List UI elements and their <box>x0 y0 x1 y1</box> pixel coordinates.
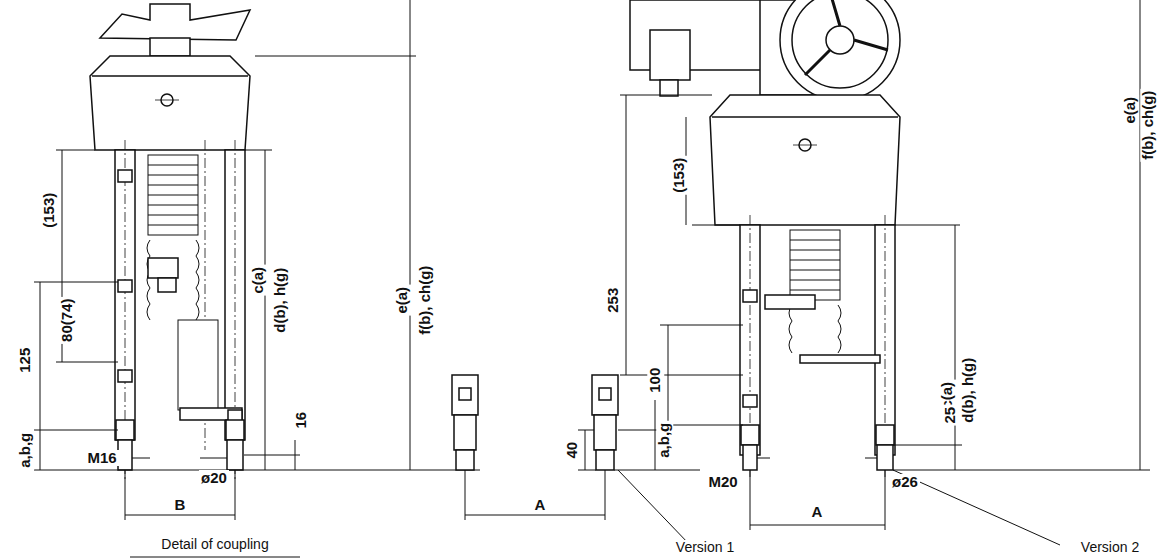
dimension-label: 25 <box>942 405 959 426</box>
dimension-label: d(b), h(g) <box>960 356 977 425</box>
dimension-label: A <box>533 497 548 514</box>
dimension-label: ø26 <box>890 474 920 491</box>
dimension-label: M20 <box>706 474 739 491</box>
caption-label: Detail of coupling <box>159 537 270 552</box>
dimension-label: c(a) <box>250 265 267 296</box>
dimension-label: A <box>810 504 825 521</box>
caption-label: Version 1 <box>674 540 736 555</box>
dimension-label: 253 <box>606 285 623 314</box>
dimension-label: (153) <box>672 155 689 194</box>
dimension-label: 16 <box>293 410 310 431</box>
dimension-label: a,b,g <box>657 420 674 459</box>
dimension-label: 40 <box>564 440 581 461</box>
dimension-label: M16 <box>85 450 118 467</box>
dimension-label: a,b,g <box>18 430 35 469</box>
dimension-label: f(b), ch(g) <box>418 263 435 336</box>
dimension-label: (153) <box>42 190 59 229</box>
dimension-label: B <box>173 497 188 514</box>
dimension-label: ø20 <box>199 470 229 487</box>
dimension-label: 80(74) <box>60 296 77 343</box>
dimension-label: e(a) <box>1122 95 1139 126</box>
dimension-label: 100 <box>648 365 665 394</box>
caption-label: Version 2 <box>1079 540 1141 555</box>
dimension-label: f(b), ch(g) <box>1141 88 1158 161</box>
dimension-label: d(b), h(g) <box>272 266 289 335</box>
dimension-label: 125 <box>18 345 35 374</box>
dimension-label: e(a) <box>394 285 411 316</box>
